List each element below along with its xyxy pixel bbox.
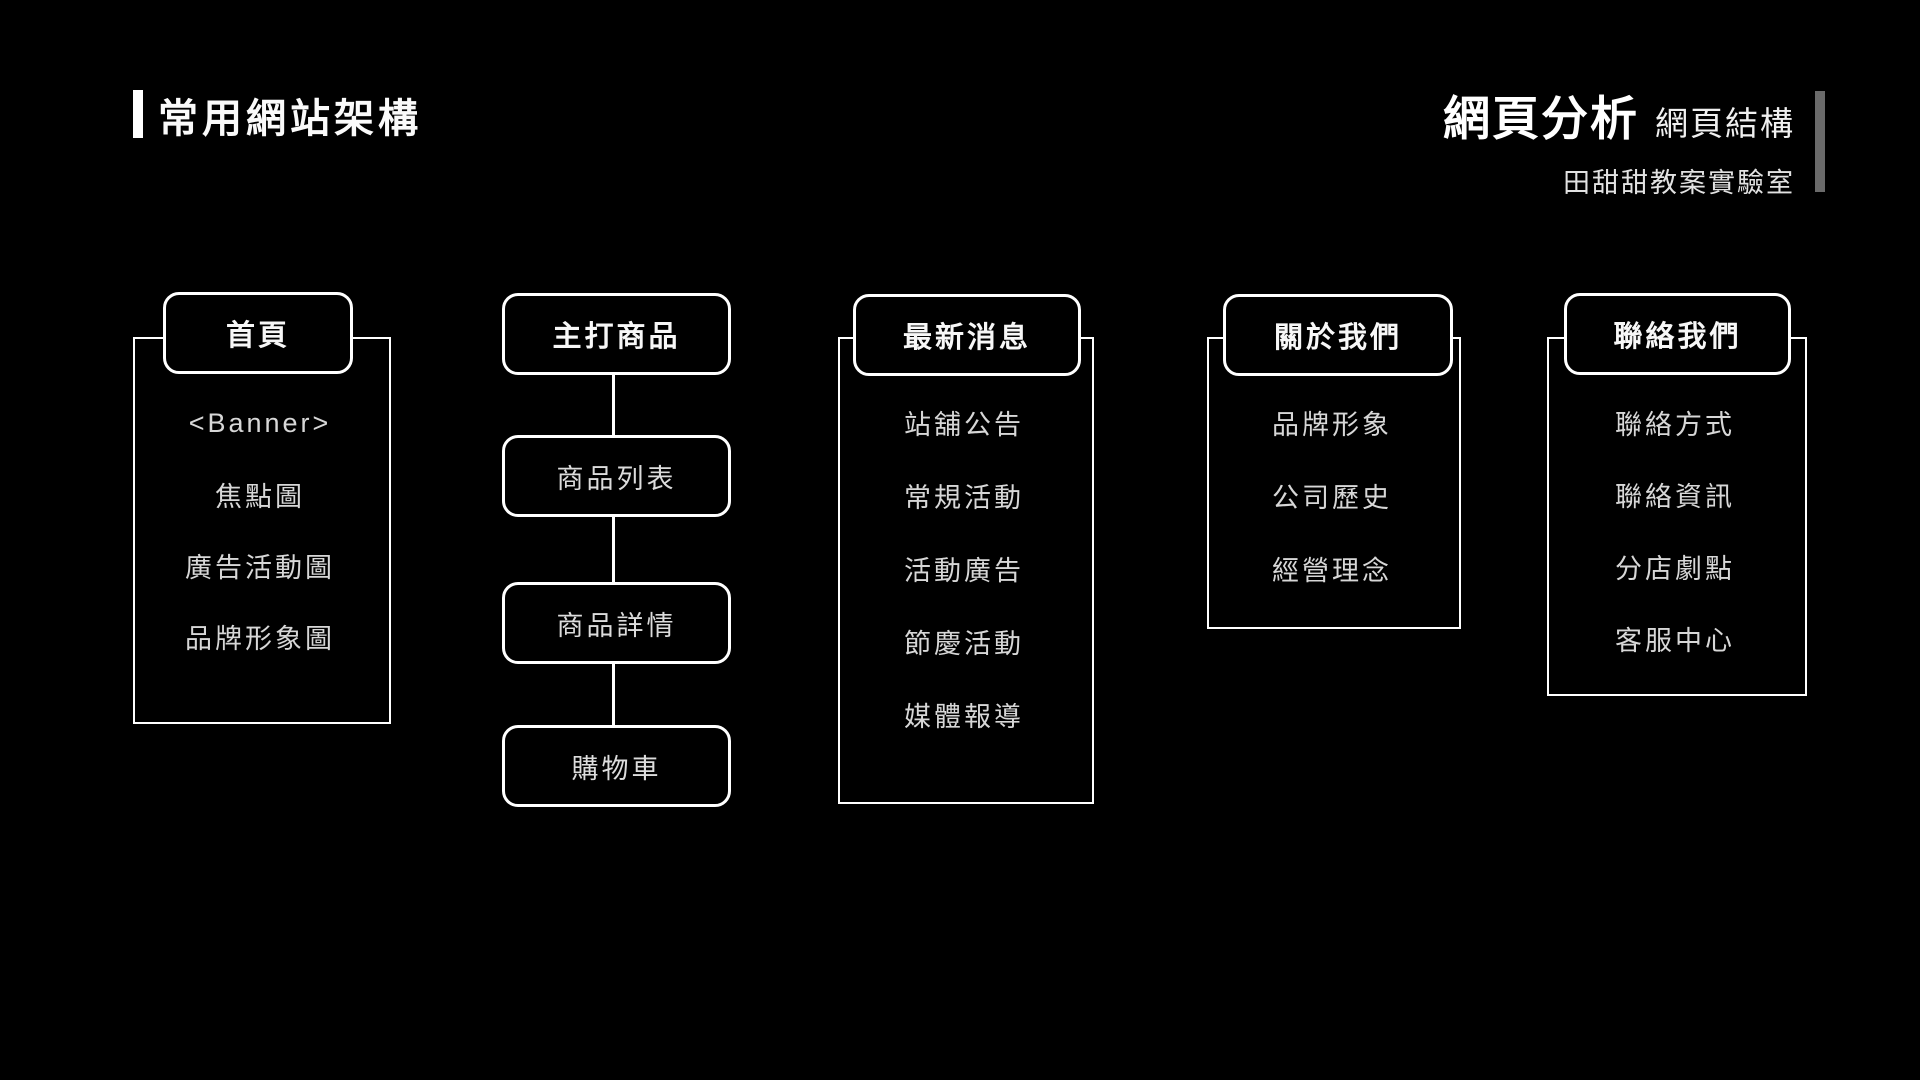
sitemap-item: 站舖公告 (904, 410, 1024, 440)
chain-box-product-detail: 商品詳情 (502, 582, 731, 664)
news-item-list: 站舖公告 常規活動 活動廣告 節慶活動 媒體報導 (838, 386, 1090, 751)
contact-item-list: 聯絡方式 聯絡資訊 分店劇點 客服中心 (1547, 386, 1803, 674)
sitemap-item: 分店劇點 (1615, 553, 1735, 584)
brand-line: 網頁分析 網頁結構 (1443, 80, 1795, 149)
contact-header-label: 聯絡我們 (1613, 321, 1742, 353)
home-header-label: 首頁 (225, 320, 290, 352)
sitemap-item: 活動廣告 (904, 556, 1024, 586)
chain-connector-line (612, 360, 615, 762)
brand-side-bar (1815, 91, 1825, 192)
sitemap-item: <Banner> (188, 408, 332, 438)
sitemap-item: 媒體報導 (904, 702, 1024, 732)
chain-box-cart: 購物車 (502, 725, 731, 807)
title-accent-bar (133, 90, 143, 138)
sitemap-item: 廣告活動圖 (185, 553, 335, 583)
brand-subtitle: 網頁結構 (1655, 105, 1795, 142)
products-header-chip: 主打商品 (502, 293, 731, 375)
sitemap-item: 品牌形象 (1272, 410, 1392, 440)
about-header-label: 關於我們 (1273, 322, 1402, 354)
about-header-chip: 關於我們 (1223, 294, 1453, 376)
home-header-chip: 首頁 (163, 292, 353, 374)
contact-header-chip: 聯絡我們 (1564, 293, 1791, 375)
sitemap-item: 常規活動 (904, 483, 1024, 513)
products-header-label: 主打商品 (552, 321, 681, 353)
sitemap-item: 聯絡資訊 (1615, 481, 1735, 512)
news-header-label: 最新消息 (902, 322, 1031, 354)
news-header-chip: 最新消息 (853, 294, 1081, 376)
brand-block: 網頁分析 網頁結構 田甜甜教案實驗室 (1443, 80, 1795, 200)
brand-caption: 田甜甜教案實驗室 (1563, 168, 1795, 198)
sitemap-item: 公司歷史 (1272, 483, 1392, 513)
home-item-list: <Banner> 焦點圖 廣告活動圖 品牌形象圖 (133, 388, 387, 672)
sitemap-item: 經營理念 (1272, 556, 1392, 586)
sitemap-item: 客服中心 (1615, 625, 1735, 656)
sitemap-item: 品牌形象圖 (185, 624, 335, 654)
sitemap-item: 節慶活動 (904, 629, 1024, 659)
about-item-list: 品牌形象 公司歷史 經營理念 (1207, 386, 1457, 605)
sitemap-item: 聯絡方式 (1615, 409, 1735, 440)
sitemap-item: 焦點圖 (215, 482, 305, 512)
chain-box-product-list: 商品列表 (502, 435, 731, 517)
page-title: 常用網站架構 (158, 97, 422, 141)
brand-title: 網頁分析 (1443, 92, 1639, 145)
